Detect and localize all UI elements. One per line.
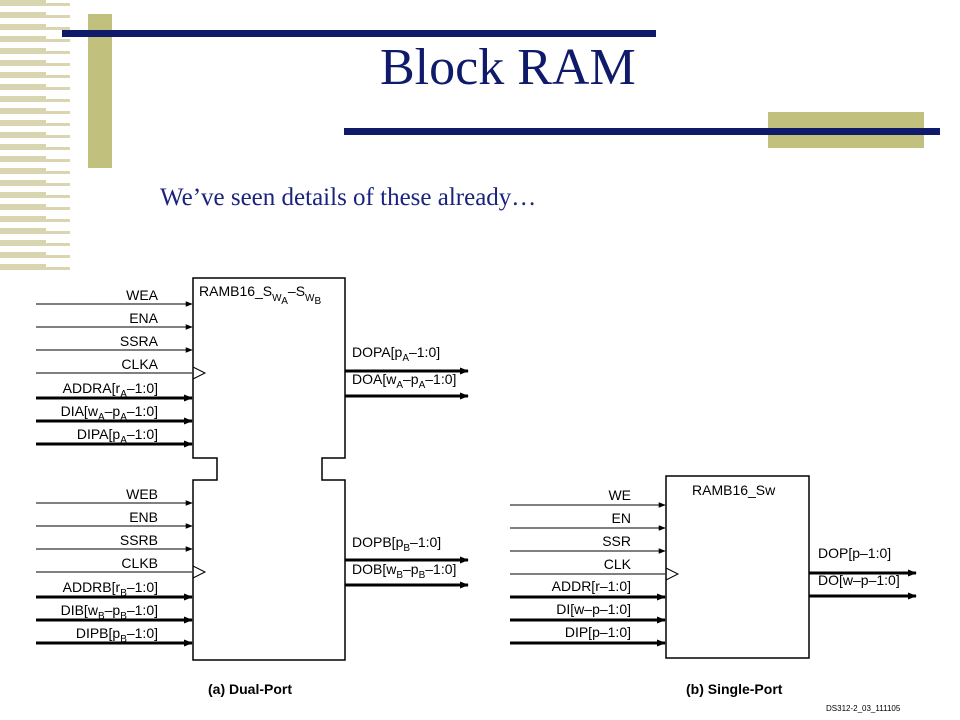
pin-addrb: ADDRB[rB–1:0] xyxy=(63,579,158,599)
pin-dib: DIB[wB–pB–1:0] xyxy=(61,602,158,622)
pin-dip: DIP[p–1:0] xyxy=(565,624,631,640)
title-rule-top xyxy=(62,30,656,37)
pin-dipb: DIPB[pB–1:0] xyxy=(76,625,158,645)
pin-we: WE xyxy=(608,487,631,503)
pin-doa: DOA[wA–pA–1:0] xyxy=(352,371,456,391)
pin-ena: ENA xyxy=(129,310,158,326)
single-port-caption: (b) Single-Port xyxy=(686,681,783,697)
single-port-block-name: RAMB16_Sw xyxy=(692,482,776,498)
pin-clka: CLKA xyxy=(121,356,158,372)
decorative-stripes xyxy=(0,0,70,270)
decorative-olive-bar xyxy=(88,14,112,168)
single-port-outputs: DOP[p–1:0] DO[w–p–1:0] xyxy=(809,545,917,600)
figure-id: DS312-2_03_111105 xyxy=(826,704,901,713)
pin-di: DI[w–p–1:0] xyxy=(556,601,631,617)
pin-dia: DIA[wA–pA–1:0] xyxy=(61,403,158,423)
clkb-clock-symbol xyxy=(192,565,207,579)
pin-ssrb: SSRB xyxy=(120,532,158,548)
dual-port-block-name: RAMB16_SWA–SWB xyxy=(199,283,321,307)
slide-subtitle: We’ve seen details of these already… xyxy=(160,184,537,211)
pin-enb: ENB xyxy=(129,509,158,525)
pin-web: WEB xyxy=(126,486,158,502)
pin-dopa: DOPA[pA–1:0] xyxy=(352,344,440,364)
pin-dop: DOP[p–1:0] xyxy=(818,545,891,561)
port-b-inputs: WEB ENB SSRB CLKB ADDRB[rB–1:0] DIB[wB–p… xyxy=(36,486,207,647)
port-b-outputs: DOPB[pB–1:0] DOB[wB–pB–1:0] xyxy=(345,534,469,589)
slide-title: Block RAM xyxy=(380,39,636,96)
title-rule-bottom xyxy=(344,128,940,135)
pin-dopb: DOPB[pB–1:0] xyxy=(352,534,441,554)
port-a-inputs: WEA ENA SSRA CLKA ADDRA[rA–1:0] DIA[wA–p… xyxy=(36,287,207,448)
pin-do: DO[w–p–1:0] xyxy=(818,572,900,588)
pin-ssra: SSRA xyxy=(120,333,159,349)
pin-clkb: CLKB xyxy=(121,555,158,571)
pin-dipa: DIPA[pA–1:0] xyxy=(77,426,158,446)
pin-addra: ADDRA[rA–1:0] xyxy=(63,380,158,400)
clk-clock-symbol xyxy=(665,567,680,581)
pin-ssr: SSR xyxy=(602,533,631,549)
dual-port-caption: (a) Dual-Port xyxy=(208,681,292,697)
pin-en: EN xyxy=(612,510,631,526)
pin-addr: ADDR[r–1:0] xyxy=(552,578,631,594)
pin-clk: CLK xyxy=(604,556,632,572)
single-port-inputs: WE EN SSR CLK ADDR[r–1:0] DI[w–p–1:0] DI… xyxy=(510,487,680,647)
single-port-block: RAMB16_Sw xyxy=(665,475,810,659)
pin-wea: WEA xyxy=(126,287,159,303)
dual-port-block: RAMB16_SWA–SWB xyxy=(192,277,346,661)
clka-clock-symbol xyxy=(192,366,207,380)
pin-dob: DOB[wB–pB–1:0] xyxy=(352,561,456,581)
port-a-outputs: DOPA[pA–1:0] DOA[wA–pA–1:0] xyxy=(345,344,469,400)
